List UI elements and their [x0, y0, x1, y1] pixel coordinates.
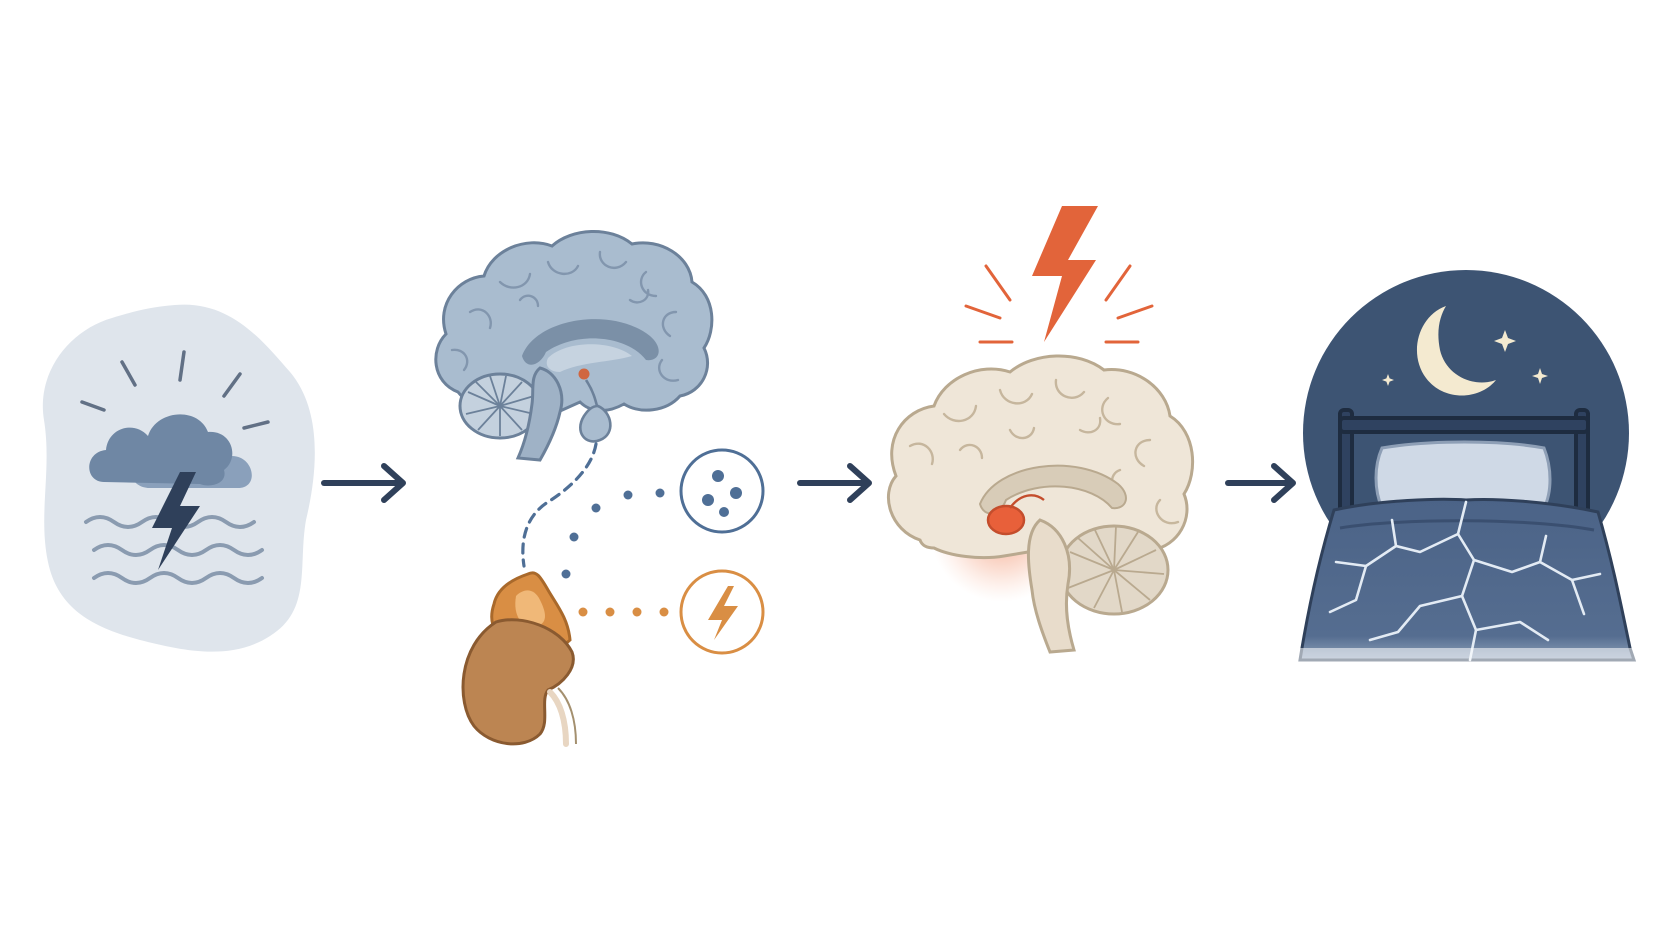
cream-cerebellum	[1058, 524, 1170, 616]
alert-lightning-icon	[1032, 206, 1098, 342]
stress-trigger	[42, 304, 315, 652]
pillow	[1374, 440, 1552, 510]
blanket-cracks	[1328, 500, 1602, 662]
brain-pituitary-adrenal-icon	[434, 230, 714, 747]
star-icon	[1494, 330, 1516, 352]
alert-brain-icon	[886, 206, 1195, 654]
storm-cloud-icon	[80, 350, 270, 585]
adrenal-energy-circle	[679, 569, 765, 655]
hormone-pathway-dashed	[521, 442, 598, 568]
cracked-bed-night-icon	[1296, 270, 1638, 670]
disrupted-sleep	[1296, 270, 1638, 670]
particles-icon	[702, 470, 742, 517]
blue-cerebellum	[458, 372, 542, 440]
moon-icon	[1416, 306, 1496, 396]
hpa-axis	[434, 230, 765, 747]
pituitary-gland	[579, 404, 612, 443]
flow-arrow-1	[321, 463, 406, 503]
lightning-icon	[708, 586, 738, 640]
storm-lightning-icon	[152, 472, 200, 570]
kidney	[461, 618, 575, 746]
cream-brain	[886, 354, 1195, 567]
amygdala-activation	[886, 206, 1195, 654]
hormone-particles-circle	[679, 448, 765, 534]
flow-arrow-3	[1225, 463, 1296, 503]
star-icon	[1382, 374, 1394, 386]
hypothalamus-dot	[578, 368, 590, 380]
alert-rays	[964, 264, 1154, 344]
amygdala	[986, 504, 1026, 536]
flow-arrow-2	[797, 463, 872, 503]
star-icon	[1532, 368, 1548, 384]
